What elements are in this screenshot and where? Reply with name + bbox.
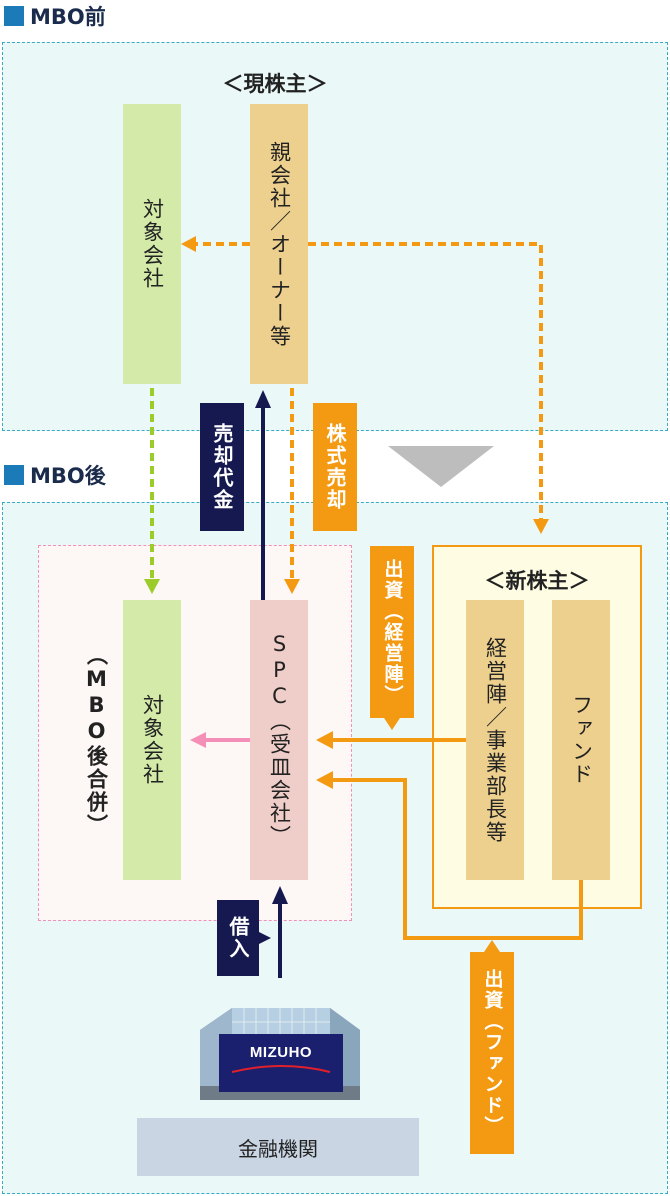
share-sale-label: 株式売却 <box>313 403 357 531</box>
arrowhead <box>316 771 333 789</box>
new-shareholders-heading: ＜新株主＞ <box>484 569 590 593</box>
arrowhead <box>144 579 160 594</box>
current-shareholders-heading: ＜現株主＞ <box>222 72 328 96</box>
fund-label: ファンド <box>569 694 594 786</box>
borrowing-label: 借入 <box>217 900 259 976</box>
parent-company-label: 親会社／オーナー等 <box>267 140 292 348</box>
arrowhead <box>533 519 549 534</box>
panel-before <box>2 42 668 431</box>
arrowhead <box>181 236 196 252</box>
label-pointer <box>484 940 500 952</box>
arrowhead <box>316 731 333 749</box>
merged-note-label: （MBO後合併） <box>84 643 109 837</box>
fund-box: ファンド <box>552 600 610 880</box>
spc-label: SPC（受皿会社） <box>267 632 292 848</box>
arrowhead <box>190 732 206 748</box>
investment-fund-label: 出資（ファンド） <box>470 952 514 1154</box>
merged-note: （MBO後合併） <box>78 640 114 840</box>
parent-company-box: 親会社／オーナー等 <box>250 104 308 384</box>
financial-institution-label: 金融機関 <box>137 1118 419 1176</box>
sale-proceeds-label: 売却代金 <box>200 403 244 531</box>
target-company-before-label: 対象会社 <box>140 198 165 290</box>
bank-logo: MIZUHO <box>249 1044 313 1061</box>
section-marker <box>4 6 24 26</box>
arrow-fund-to-spc <box>332 778 583 940</box>
arrow-parent-to-new-shareholders <box>308 242 543 520</box>
section-title-after: MBO後 <box>4 462 106 488</box>
arrowhead <box>284 579 300 594</box>
spc-box: SPC（受皿会社） <box>250 600 308 880</box>
section-title-before: MBO前 <box>4 3 106 29</box>
section-marker <box>4 465 24 485</box>
section-title-after-text: MBO後 <box>30 464 106 488</box>
investment-management-label: 出資（経営陣） <box>370 546 414 718</box>
target-company-after-label: 対象会社 <box>140 694 165 786</box>
target-company-before: 対象会社 <box>123 104 181 384</box>
label-pointer <box>384 718 400 730</box>
management-label: 経営陣／事業部長等 <box>483 636 508 844</box>
transition-triangle-icon <box>388 446 494 487</box>
arrowhead <box>255 390 271 408</box>
arrowhead <box>272 886 288 904</box>
bank-building-icon <box>200 1008 360 1100</box>
section-title-before-text: MBO前 <box>30 5 106 29</box>
label-pointer <box>259 932 271 944</box>
management-box: 経営陣／事業部長等 <box>466 600 524 880</box>
target-company-after: 対象会社 <box>123 600 181 880</box>
